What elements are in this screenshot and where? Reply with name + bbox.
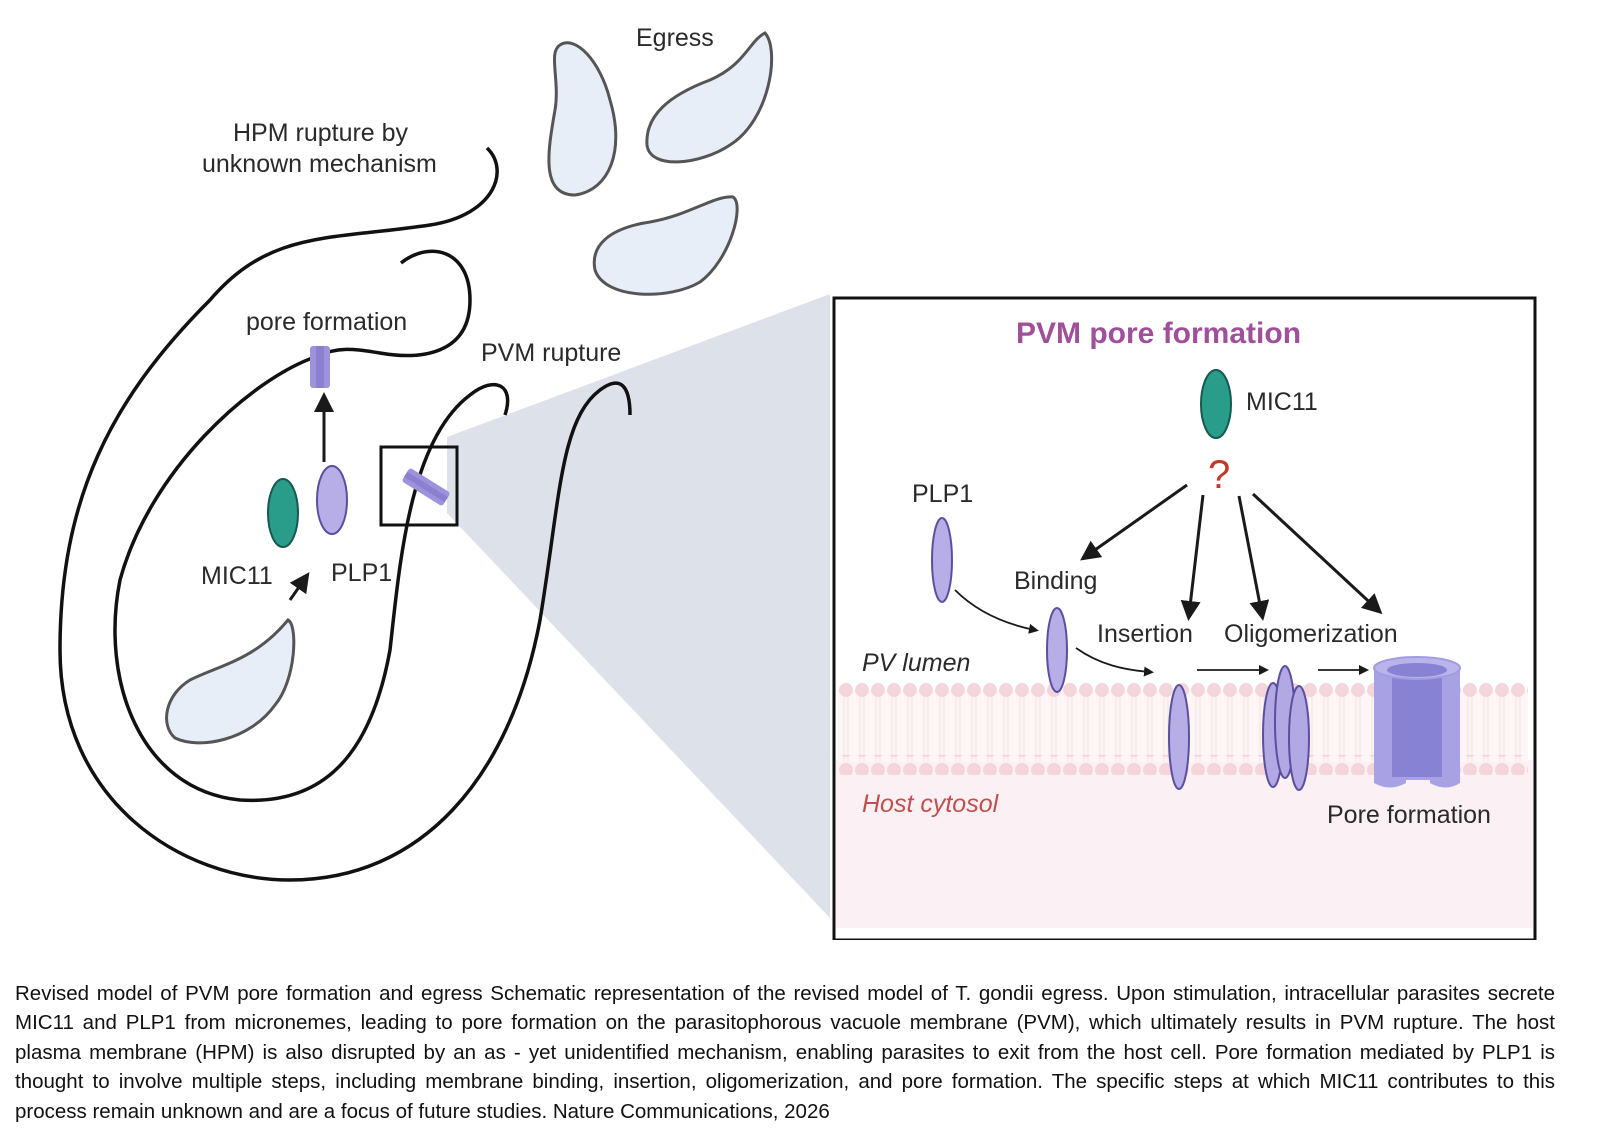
- inset-plp1-soluble: [931, 517, 953, 603]
- plp1-protein: [316, 465, 348, 535]
- host-cytosol-region: [836, 760, 1533, 928]
- mic11-label: MIC11: [201, 562, 273, 590]
- mic11-to-binding-arrow: [1080, 483, 1188, 561]
- host-plasma-membrane: [58, 146, 632, 882]
- zoom-wedge: [447, 294, 830, 918]
- pv-membrane: [113, 249, 510, 803]
- pv-lumen-label: PV lumen: [862, 649, 970, 677]
- binding-to-insertion-arrow: [1075, 647, 1154, 677]
- mic11-to-insertion-arrow: [1180, 494, 1205, 621]
- hpm-rupture-label-line2: unknown mechanism: [202, 150, 437, 178]
- pore-formation-step-label: Pore formation: [1327, 801, 1491, 829]
- mic11-protein: [267, 478, 299, 548]
- parasite-egress-3: [592, 195, 739, 296]
- inset-panel: [832, 296, 1537, 940]
- plp1-to-binding-arrow: [954, 589, 1039, 634]
- inset-title: PVM pore formation: [1016, 317, 1301, 350]
- host-cytosol-label: Host cytosol: [862, 790, 1000, 818]
- inset-mic11-label: MIC11: [1246, 388, 1318, 416]
- parasite-egress-2: [645, 31, 773, 164]
- egress-label: Egress: [636, 24, 714, 52]
- mic11-to-oligomerization-arrow: [1237, 495, 1270, 621]
- hpm-rupture-label-line1: HPM rupture by: [233, 119, 409, 147]
- zoom-box: [379, 445, 459, 527]
- insertion-step-label: Insertion: [1097, 620, 1193, 648]
- secretion-arrow: [288, 572, 310, 601]
- pore-icon: [310, 346, 330, 388]
- pore-formation-label: pore formation: [246, 308, 407, 336]
- inset-mic11-protein: [1200, 369, 1232, 439]
- egress-model-figure: Egress HPM rupture by unknown mechanism …: [58, 24, 1537, 940]
- parasite-egress-1: [547, 41, 618, 197]
- oligomerization-step-label: Oligomerization: [1224, 620, 1398, 648]
- plp1-inserted: [1168, 684, 1190, 790]
- pore-zoomed-icon: [402, 468, 450, 506]
- plp1-oligomer: [1262, 665, 1310, 791]
- binding-step-label: Binding: [1014, 567, 1097, 595]
- parasite-intracellular: [165, 618, 296, 745]
- unknown-role-question-mark: ?: [1208, 453, 1230, 497]
- mic11-to-pore-arrow: [1251, 492, 1383, 615]
- egress-parasites: [547, 31, 773, 296]
- plp1-label: PLP1: [331, 559, 392, 587]
- pvm-rupture-label: PVM rupture: [481, 339, 621, 367]
- plp1-pore: [1373, 656, 1461, 788]
- figure-caption: Revised model of PVM pore formation and …: [15, 981, 1555, 1123]
- inset-plp1-label: PLP1: [912, 480, 973, 508]
- plp1-bound: [1046, 607, 1068, 693]
